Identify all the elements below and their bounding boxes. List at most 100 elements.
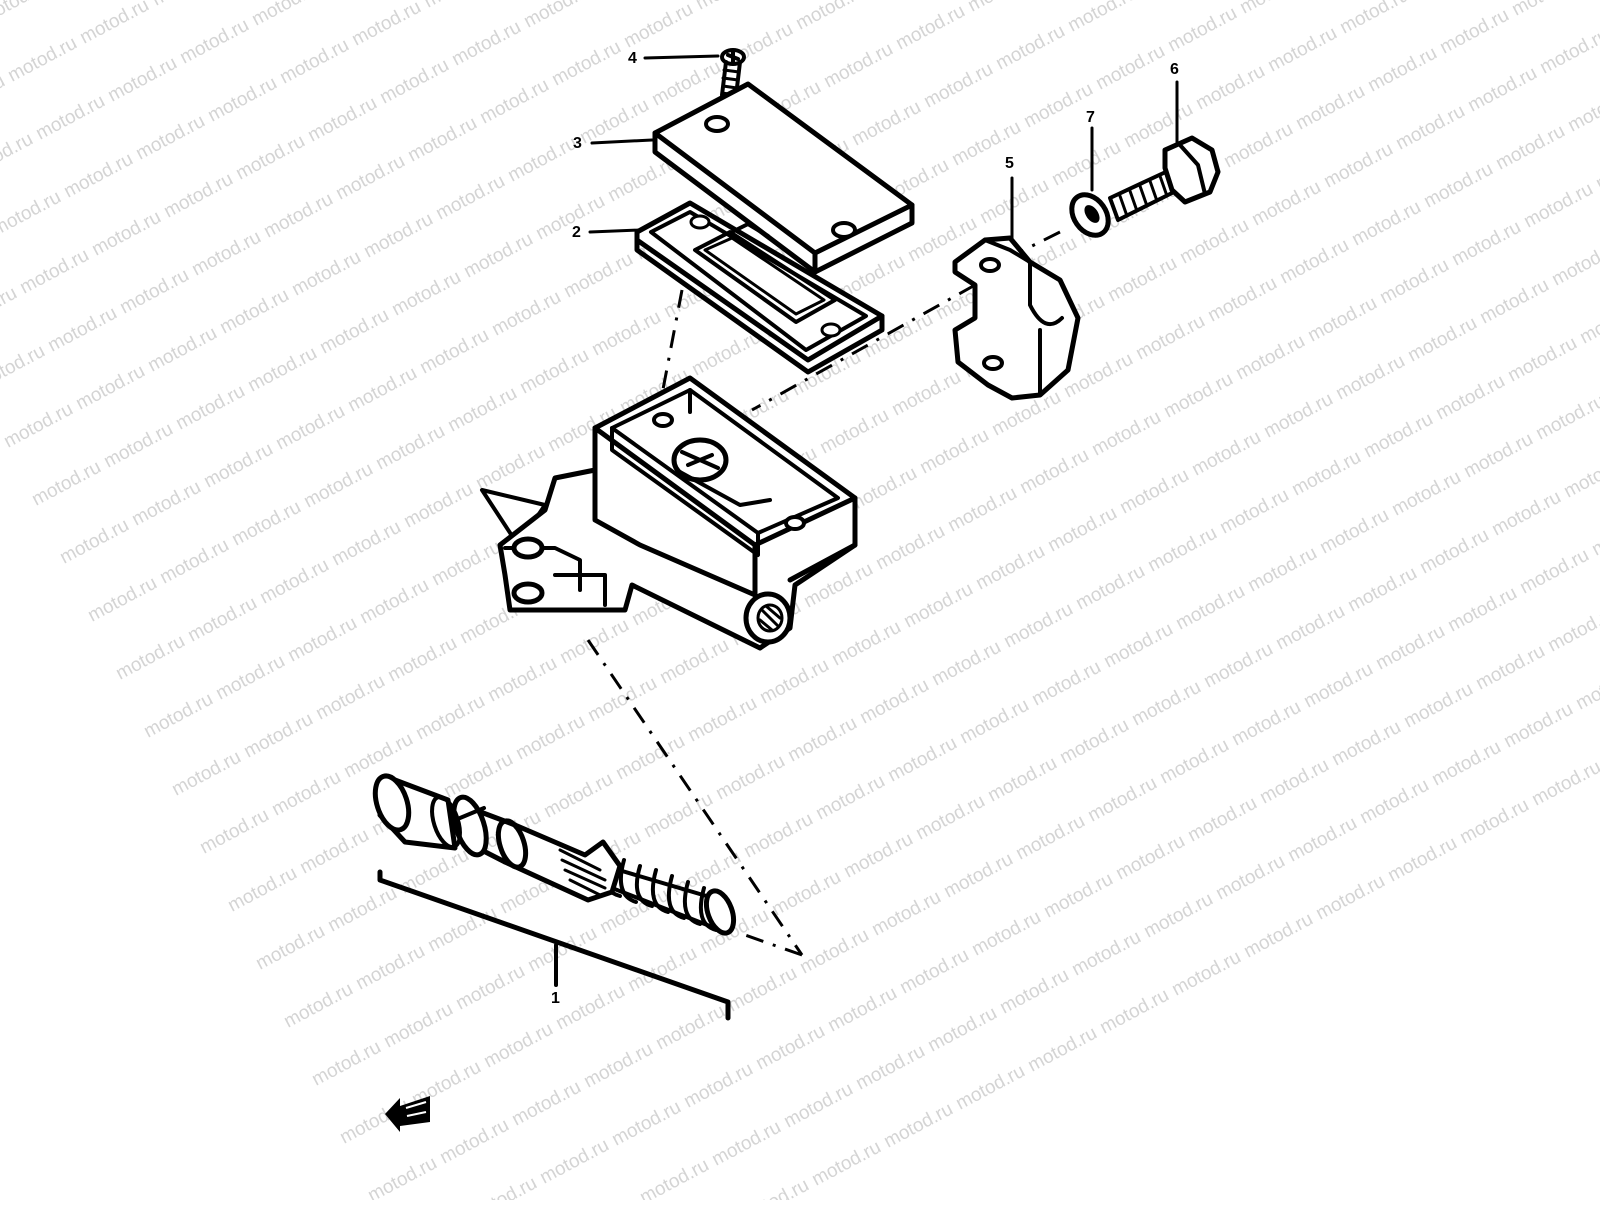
- watermark-text: motod.ru: [740, 809, 816, 863]
- watermark-text: motod.ru: [1260, 389, 1336, 443]
- watermark-text: motod.ru: [252, 921, 328, 975]
- watermark-text: motod.ru: [372, 421, 448, 475]
- callout-3: 3: [573, 135, 582, 152]
- watermark-text: motod.ru: [1104, 253, 1180, 307]
- watermark-text: motod.ru: [1304, 293, 1380, 347]
- watermark-text: motod.ru: [1216, 485, 1292, 539]
- watermark-text: motod.ru: [884, 733, 960, 787]
- watermark-text: motod.ru: [0, 399, 76, 453]
- watermark-text: motod.ru: [104, 53, 180, 107]
- watermark-text: motod.ru: [156, 535, 232, 589]
- watermark-text: motod.ru: [1332, 351, 1408, 405]
- watermark-text: motod.ru: [1144, 523, 1220, 577]
- watermark-text: motod.ru: [524, 923, 600, 977]
- watermark-text: motod.ru: [300, 459, 376, 513]
- watermark-text: motod.ru: [1464, 63, 1540, 117]
- watermark-text: motod.ru: [380, 999, 456, 1053]
- watermark-text: motod.ru: [912, 791, 988, 845]
- watermark-text: motod.ru: [288, 247, 364, 301]
- watermark-text: motod.ru: [1492, 121, 1568, 175]
- watermark-text: motod.ru: [684, 693, 760, 747]
- watermark-text: motod.ru: [28, 457, 104, 511]
- watermark-text: motod.ru: [412, 691, 488, 745]
- watermark-text: motod.ru: [560, 249, 636, 303]
- watermark-text: motod.ru: [1420, 159, 1496, 213]
- watermark-text: motod.ru: [1256, 755, 1332, 809]
- watermark-text: motod.ru: [1228, 697, 1304, 751]
- watermark-text: motod.ru: [888, 367, 964, 421]
- watermark-text: motod.ru: [1532, 391, 1600, 445]
- watermark-text: motod.ru: [1128, 677, 1204, 731]
- watermark-text: motod.ru: [1000, 599, 1076, 653]
- watermark-text: motod.ru: [188, 227, 264, 281]
- watermark-text: motod.ru: [872, 521, 948, 575]
- watermark-text: motod.ru: [1236, 0, 1312, 18]
- leader-4: [645, 56, 718, 58]
- watermark-text: motod.ru: [1328, 717, 1404, 771]
- watermark-text: motod.ru: [16, 245, 92, 299]
- watermark-text: motod.ru: [260, 189, 336, 243]
- watermark-text: motod.ru: [0, 129, 37, 183]
- watermark-text: motod.ru: [216, 285, 292, 339]
- watermark-text: motod.ru: [436, 1115, 512, 1169]
- watermark-text: motod.ru: [508, 1077, 584, 1131]
- watermark-text: motod.ru: [768, 867, 844, 921]
- watermark-text: motod.ru: [1444, 583, 1520, 637]
- callout-5: 5: [1005, 155, 1014, 172]
- watermark-text: motod.ru: [148, 0, 224, 10]
- callout-7: 7: [1086, 109, 1095, 126]
- watermark-text: motod.ru: [1320, 139, 1396, 193]
- watermark-text: motod.ru: [852, 1041, 928, 1095]
- watermark-text: motod.ru: [432, 171, 508, 225]
- watermark-text: motod.ru: [0, 341, 49, 395]
- watermark-text: motod.ru: [900, 579, 976, 633]
- watermark-text: motod.ru: [328, 517, 404, 571]
- watermark-text: motod.ru: [364, 1153, 440, 1200]
- watermark-text: motod.ru: [1284, 813, 1360, 867]
- watermark-text: motod.ru: [752, 1021, 828, 1075]
- clamp-bolt: [1110, 138, 1218, 220]
- watermark-text: motod.ru: [816, 405, 892, 459]
- watermark-text: motod.ru: [612, 731, 688, 785]
- watermark-text: motod.ru: [112, 631, 188, 685]
- watermark-text: motod.ru: [952, 1061, 1028, 1115]
- watermark-text: motod.ru: [72, 361, 148, 415]
- watermark-text: motod.ru: [244, 343, 320, 397]
- watermark-text: motod.ru: [1432, 371, 1508, 425]
- watermark-text: motod.ru: [1212, 851, 1288, 905]
- watermark-text: motod.ru: [1248, 177, 1324, 231]
- watermark-text: motod.ru: [920, 59, 996, 113]
- watermark-text: motod.ru: [1044, 503, 1120, 557]
- watermark-text: motod.ru: [1240, 909, 1316, 963]
- callout-6: 6: [1170, 61, 1179, 78]
- callout-2: 2: [572, 224, 581, 241]
- watermark-text: motod.ru: [1488, 487, 1564, 541]
- watermark-text: motod.ru: [916, 425, 992, 479]
- watermark-text: motod.ru: [964, 0, 1040, 16]
- watermark-text: motod.ru: [580, 1039, 656, 1093]
- watermark-text: motod.ru: [1164, 3, 1240, 57]
- watermark-text: motod.ru: [1084, 773, 1160, 827]
- watermark-text: motod.ru: [84, 573, 160, 627]
- watermark-text: motod.ru: [56, 515, 132, 569]
- watermark-text: motod.ru: [868, 887, 944, 941]
- watermark-text: motod.ru: [532, 191, 608, 245]
- watermark-text: motod.ru: [928, 637, 1004, 691]
- watermark-text: motod.ru: [1520, 179, 1596, 233]
- watermark-text: motod.ru: [116, 265, 192, 319]
- watermark-text: motod.ru: [892, 1, 968, 55]
- watermark-text: motod.ru: [784, 713, 860, 767]
- watermark-text: motod.ru: [176, 15, 252, 69]
- watermark-text: motod.ru: [476, 75, 552, 129]
- watermark-text: motod.ru: [1064, 0, 1140, 36]
- watermark-text: motod.ru: [1028, 657, 1104, 711]
- watermark-text: motod.ru: [1344, 563, 1420, 617]
- watermark-text: motod.ru: [1068, 927, 1144, 981]
- watermark-text: motod.ru: [548, 37, 624, 91]
- watermark-text: motod.ru: [348, 0, 424, 50]
- watermark-text: motod.ru: [1548, 237, 1600, 291]
- watermark-text: motod.ru: [1500, 699, 1576, 753]
- watermark-text: motod.ru: [352, 941, 428, 995]
